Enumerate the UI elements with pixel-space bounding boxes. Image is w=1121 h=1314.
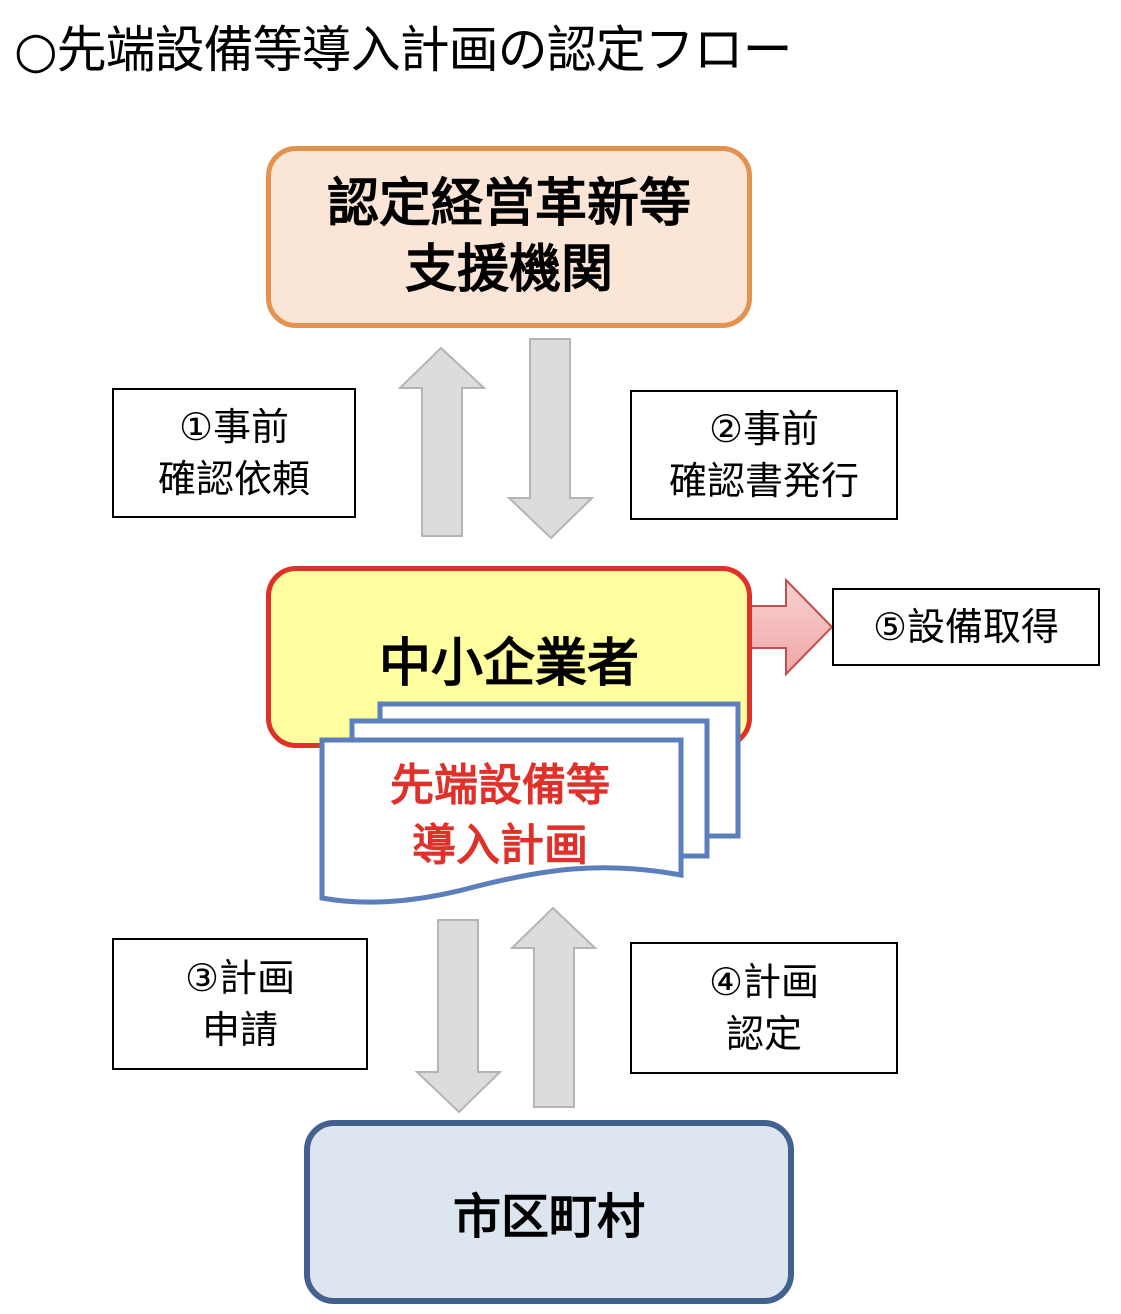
support-agency-line1: 認定経営革新等 [326, 174, 691, 234]
step-2-pre-confirmation-issued: ②事前 確認書発行 [630, 390, 898, 520]
plan-document-line1: 先端設備等 [390, 760, 610, 811]
arrow-down-step2 [506, 338, 595, 540]
step-1-pre-confirmation-request: ①事前 確認依頼 [112, 388, 356, 518]
step-3-plan-application: ③計画 申請 [112, 938, 368, 1070]
sme-node: 中小企業者 [266, 566, 752, 748]
support-agency-node: 認定経営革新等 支援機関 [266, 146, 752, 328]
sme-label: 中小企業者 [378, 634, 639, 694]
arrow-up-step1 [397, 346, 487, 537]
plan-document-title: 先端設備等 導入計画 [330, 756, 670, 876]
step-5-equipment-acquisition: ⑤設備取得 [832, 588, 1100, 666]
municipality-node: 市区町村 [304, 1120, 794, 1304]
step-4-plan-approval: ④計画 認定 [630, 942, 898, 1074]
arrow-up-step4 [509, 906, 598, 1108]
arrow-down-step3 [414, 919, 503, 1114]
page-title: ○先端設備等導入計画の認定フロー [14, 21, 793, 79]
plan-document-line2: 導入計画 [412, 820, 588, 871]
support-agency-line2: 支援機関 [404, 240, 613, 300]
municipality-label: 市区町村 [452, 1189, 645, 1245]
